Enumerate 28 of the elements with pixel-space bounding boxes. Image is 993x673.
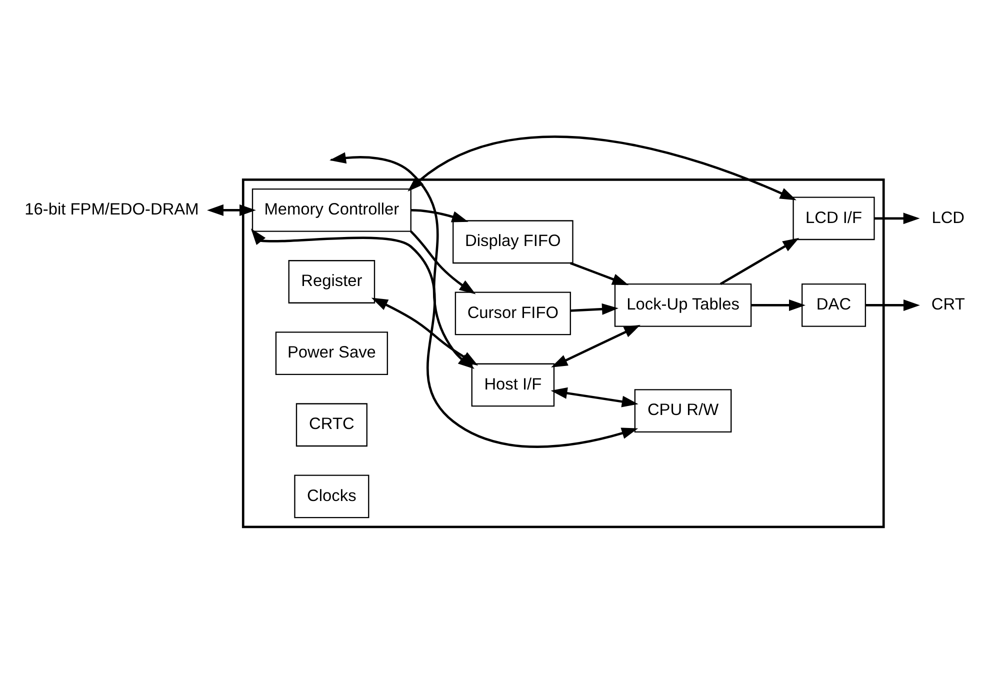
arrow	[720, 238, 800, 285]
arrow	[751, 299, 806, 311]
cluster	[242, 178, 885, 528]
node-box: Clocks	[294, 474, 370, 518]
node-box: CRTC	[296, 403, 368, 447]
node-text: CRT	[931, 296, 965, 314]
arrow	[410, 209, 468, 222]
arrow	[410, 230, 476, 294]
node-box: Host I/F	[471, 363, 555, 407]
arrow	[550, 387, 638, 408]
node-box: Display FIFO	[452, 220, 574, 264]
arrow	[866, 299, 920, 311]
arrow	[551, 324, 640, 368]
node-box: DAC	[802, 284, 866, 327]
arrow	[207, 204, 256, 216]
node-box: Memory Controller	[252, 188, 412, 232]
node-box: Power Save	[275, 332, 388, 376]
arrow	[874, 212, 920, 224]
node-box: CPU R/W	[634, 389, 732, 432]
node-box: Cursor FIFO	[454, 292, 571, 336]
arrow	[570, 262, 629, 286]
node-text: 16-bit FPM/EDO-DRAM	[24, 200, 199, 219]
node-box: LCD I/F	[792, 196, 875, 240]
arrow	[570, 303, 618, 315]
node-box: Lock-Up Tables	[614, 284, 752, 327]
node-text: LCD	[932, 208, 965, 227]
arrow	[250, 228, 638, 448]
node-box: Register	[288, 260, 376, 304]
